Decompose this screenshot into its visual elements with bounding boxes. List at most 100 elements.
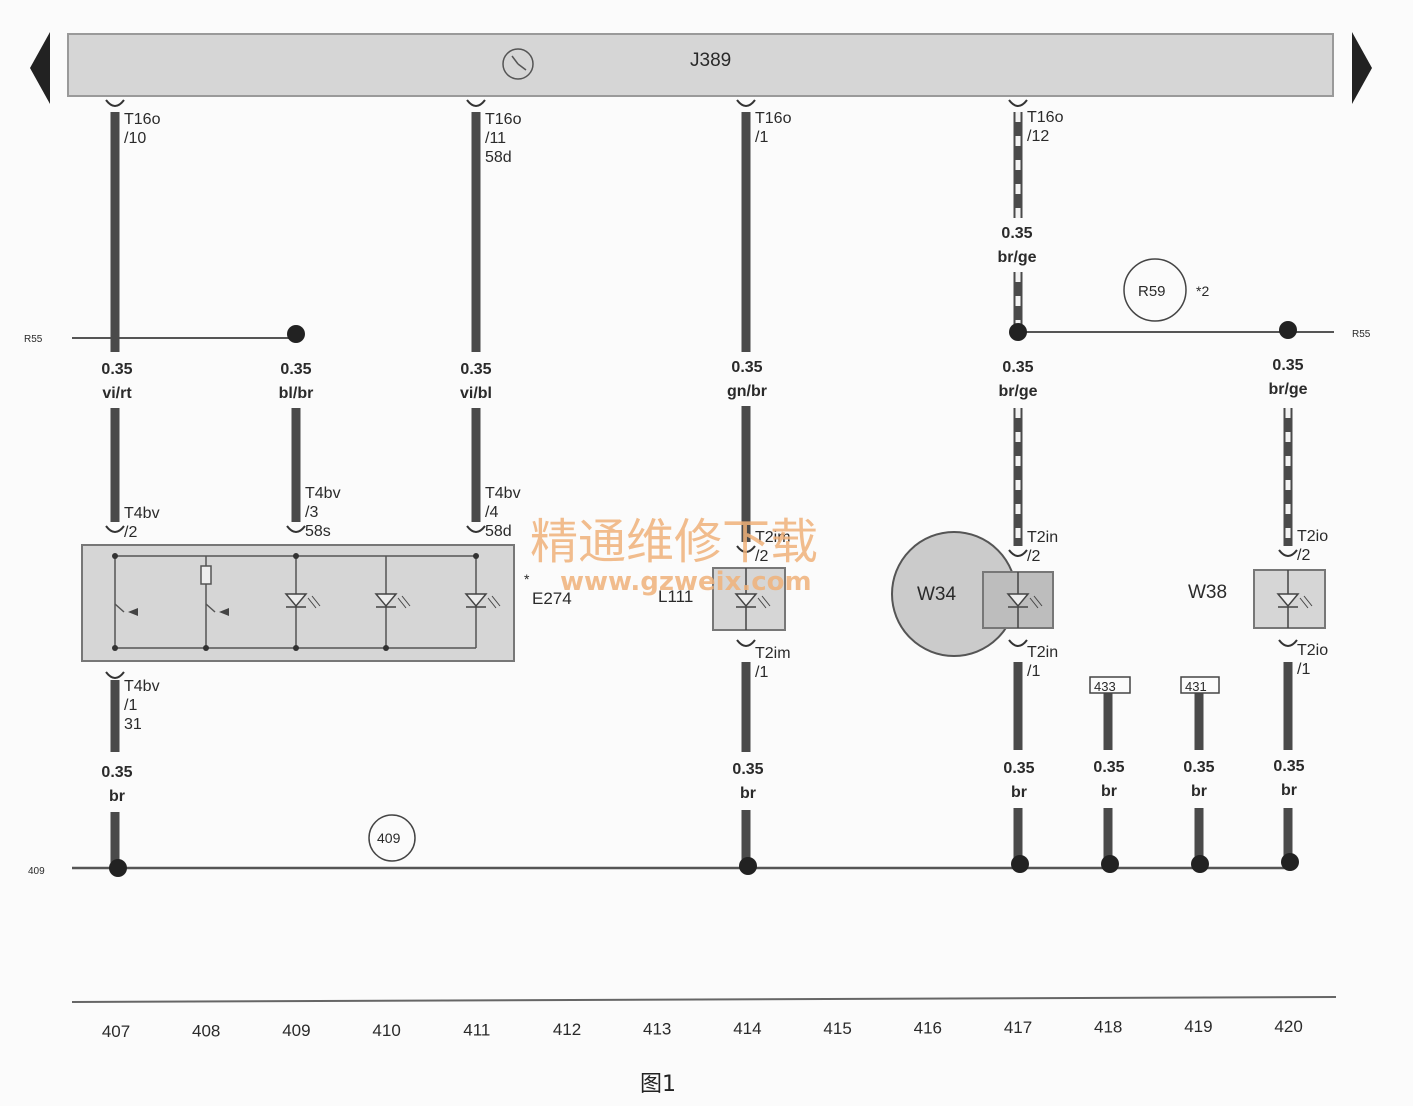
- track-number-410: 410: [372, 1021, 400, 1040]
- conn-e274-4-b: /4: [485, 504, 498, 521]
- chevron-e274-1: [105, 671, 125, 679]
- track-number-418: 418: [1094, 1018, 1122, 1037]
- component-e274[interactable]: [81, 544, 515, 662]
- wire-417-top-size: 0.35: [1001, 225, 1032, 242]
- chevron-c3: [736, 99, 756, 107]
- watermark: 精通维修下载 www.gzweix.com: [530, 514, 818, 597]
- conn-w34-2-b: /2: [1027, 548, 1040, 565]
- track-number-409: 409: [282, 1021, 310, 1040]
- component-l111[interactable]: [712, 567, 786, 631]
- conn-w38-1-b: /1: [1297, 661, 1310, 678]
- wire-409-upper-color: bl/br: [279, 385, 314, 402]
- chevron-w34-2: [1008, 549, 1028, 557]
- chevron-w38-1: [1278, 639, 1298, 647]
- conn-e274-1-b: /1: [124, 697, 137, 714]
- conn-e274-4-a: T4bv: [485, 485, 521, 502]
- track-number-414: 414: [733, 1019, 761, 1038]
- junction-420-r55: [1279, 321, 1297, 339]
- conn-c4-a: T16o: [1027, 109, 1064, 126]
- conn-w34-2-a: T2in: [1027, 529, 1058, 546]
- wire-417-lower-color: br: [1011, 784, 1027, 801]
- chevron-e274-2: [105, 525, 125, 533]
- chevron-c4: [1008, 99, 1028, 107]
- conn-l111-2-b: /2: [755, 548, 768, 565]
- watermark-url: www.gzweix.com: [560, 567, 812, 597]
- chevron-w38-2: [1278, 549, 1298, 557]
- control-unit-label: J389: [690, 50, 731, 71]
- control-unit-j389-bar[interactable]: [67, 33, 1334, 97]
- track-number-413: 413: [643, 1020, 671, 1039]
- e274-mark: *: [524, 571, 530, 587]
- e274-led-3-icon: [464, 593, 501, 609]
- junction-418-ground: [1101, 855, 1119, 873]
- r59-label: R59: [1138, 283, 1166, 300]
- wire-420-mid-size: 0.35: [1272, 357, 1303, 374]
- wire-417-mid-color: br/ge: [998, 383, 1037, 400]
- conn-e274-1-c: 31: [124, 716, 142, 733]
- wire-418-lower-size: 0.35: [1093, 759, 1124, 776]
- wire-407-upper-color: vi/rt: [102, 385, 132, 402]
- link-box-431[interactable]: [1180, 676, 1220, 694]
- wire-419-lower-size: 0.35: [1183, 759, 1214, 776]
- r59-ref-circle[interactable]: [1123, 258, 1187, 322]
- ground-409-ref-label: 409: [377, 830, 401, 846]
- conn-e274-3-a: T4bv: [305, 485, 341, 502]
- conn-l111-2-a: T2im: [755, 529, 791, 546]
- figure-caption: 图1: [640, 1072, 676, 1097]
- conn-c3-b: /1: [755, 129, 768, 146]
- wire-417-lower-size: 0.35: [1003, 760, 1034, 777]
- conn-e274-4-c: 58d: [485, 523, 512, 540]
- conn-e274-2-b: /2: [124, 524, 137, 541]
- w34-label: W34: [917, 584, 957, 605]
- conn-c2-c: 58d: [485, 149, 512, 166]
- r59-note: *2: [1196, 283, 1209, 299]
- track-number-416: 416: [914, 1018, 942, 1037]
- scroll-right-arrow-icon[interactable]: [1352, 32, 1372, 104]
- conn-c4-b: /12: [1027, 128, 1049, 145]
- conn-e274-3-c: 58s: [305, 523, 331, 540]
- chevron-l111-1: [736, 639, 756, 647]
- link-box-433[interactable]: [1089, 676, 1131, 694]
- track-number-417: 417: [1004, 1018, 1032, 1037]
- e274-switch-pushers: [128, 608, 229, 616]
- wire-407-lower-color: br: [109, 788, 125, 805]
- conn-w38-1-a: T2io: [1297, 642, 1328, 659]
- conn-w34-1-a: T2in: [1027, 644, 1058, 661]
- chevron-c2: [466, 99, 486, 107]
- clock-icon: [502, 48, 534, 80]
- e274-led-2-icon: [374, 593, 411, 609]
- scroll-left-arrow-icon[interactable]: [30, 32, 50, 104]
- junction-409-r55: [287, 325, 305, 343]
- e274-label: E274: [532, 589, 572, 608]
- track-number-419: 419: [1184, 1017, 1212, 1036]
- component-w34-housing[interactable]: [982, 571, 1054, 629]
- wire-labels: 0.35 vi/rt 0.35 bl/br 0.35 vi/bl 0.35 gn…: [101, 225, 1307, 805]
- ground-409-ref-circle[interactable]: [368, 814, 416, 862]
- wire-407-upper-size: 0.35: [101, 361, 132, 378]
- l111-label: L111: [658, 587, 693, 606]
- track-number-411: 411: [463, 1020, 490, 1039]
- wire-409-upper-size: 0.35: [280, 361, 311, 378]
- junction-419-ground: [1191, 855, 1209, 873]
- wire-417-mid-size: 0.35: [1002, 359, 1033, 376]
- e274-node-dots: [112, 553, 479, 651]
- conn-w38-2-b: /2: [1297, 547, 1310, 564]
- junction-dots: [109, 321, 1299, 877]
- wire-418-lower-color: br: [1101, 783, 1117, 800]
- conn-e274-2-a: T4bv: [124, 505, 160, 522]
- chevron-w34-1: [1008, 639, 1028, 647]
- chevron-c1: [105, 99, 125, 107]
- wire-411-upper-size: 0.35: [460, 361, 491, 378]
- r55-ref-left: R55: [24, 334, 43, 345]
- e274-led-1-icon: [284, 593, 321, 609]
- wire-411-upper-color: vi/bl: [460, 385, 492, 402]
- conn-w34-1-b: /1: [1027, 663, 1040, 680]
- wire-417-top-color: br/ge: [997, 249, 1036, 266]
- track-number-415: 415: [823, 1019, 851, 1038]
- wire-419-lower-color: br: [1191, 783, 1207, 800]
- track-ruler-line: [71, 996, 1337, 1003]
- link-box-431-label: 431: [1185, 679, 1207, 694]
- watermark-title: 精通维修下载: [530, 514, 818, 570]
- component-w38[interactable]: [1253, 569, 1326, 629]
- junction-417-r55: [1009, 323, 1027, 341]
